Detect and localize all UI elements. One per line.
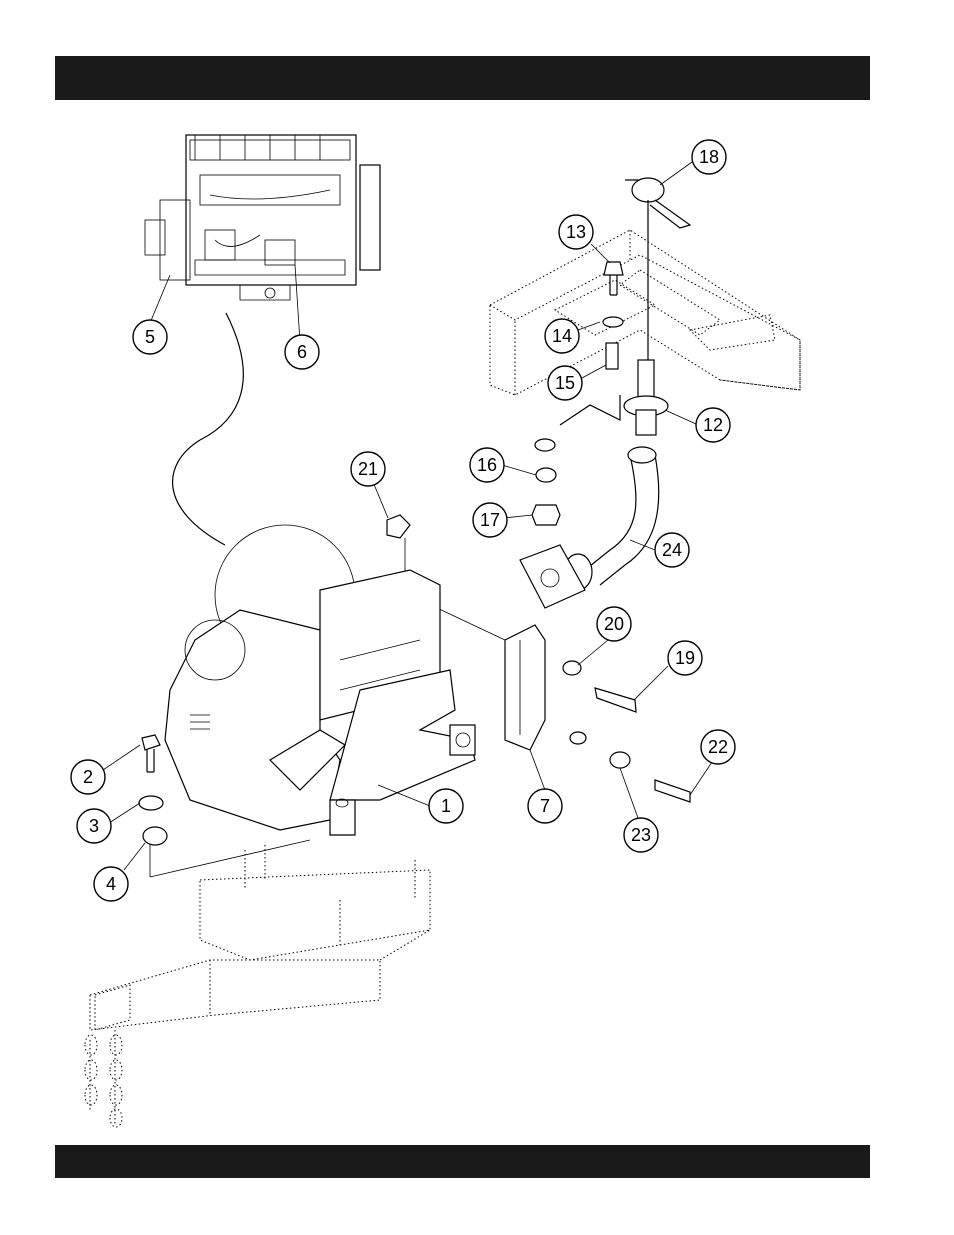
svg-text:17: 17 — [480, 510, 500, 530]
washer-nut-parts — [532, 439, 560, 525]
callout-24: 24 — [655, 533, 689, 567]
callout-7: 7 — [528, 789, 562, 823]
svg-text:24: 24 — [662, 540, 682, 560]
svg-text:6: 6 — [297, 342, 307, 362]
engine-assembly-drawing — [165, 525, 475, 835]
callout-6: 6 — [285, 335, 319, 369]
svg-text:2: 2 — [83, 767, 93, 787]
svg-text:12: 12 — [703, 415, 723, 435]
callout-1: 1 — [429, 789, 463, 823]
svg-text:7: 7 — [540, 796, 550, 816]
svg-text:21: 21 — [358, 459, 378, 479]
callout-13: 13 — [559, 215, 593, 249]
callout-21: 21 — [351, 452, 385, 486]
callout-23: 23 — [624, 818, 658, 852]
engine-detail-drawing — [145, 135, 380, 300]
trailer-frame-drawing — [85, 845, 430, 1127]
callout-2: 2 — [71, 760, 105, 794]
svg-text:22: 22 — [708, 737, 728, 757]
callout-14: 14 — [545, 319, 579, 353]
callout-5: 5 — [133, 320, 167, 354]
callout-15: 15 — [548, 366, 582, 400]
svg-text:4: 4 — [106, 874, 116, 894]
svg-text:23: 23 — [631, 825, 651, 845]
bolt-washer-spacer-parts — [603, 262, 623, 369]
svg-text:13: 13 — [566, 222, 586, 242]
svg-text:20: 20 — [604, 614, 624, 634]
svg-text:15: 15 — [555, 373, 575, 393]
callout-19: 19 — [668, 641, 702, 675]
detail-leader-curve — [173, 313, 244, 545]
svg-text:5: 5 — [145, 327, 155, 347]
callout-16: 16 — [470, 448, 504, 482]
svg-text:19: 19 — [675, 648, 695, 668]
svg-text:1: 1 — [441, 796, 451, 816]
svg-text:3: 3 — [89, 816, 99, 836]
callout-17: 17 — [473, 503, 507, 537]
callout-3: 3 — [77, 809, 111, 843]
svg-text:14: 14 — [552, 326, 572, 346]
callout-12: 12 — [696, 408, 730, 442]
callout-18: 18 — [692, 140, 726, 174]
callout-20: 20 — [597, 607, 631, 641]
callout-4: 4 — [94, 867, 128, 901]
callout-22: 22 — [701, 730, 735, 764]
svg-text:18: 18 — [699, 147, 719, 167]
svg-text:16: 16 — [477, 455, 497, 475]
